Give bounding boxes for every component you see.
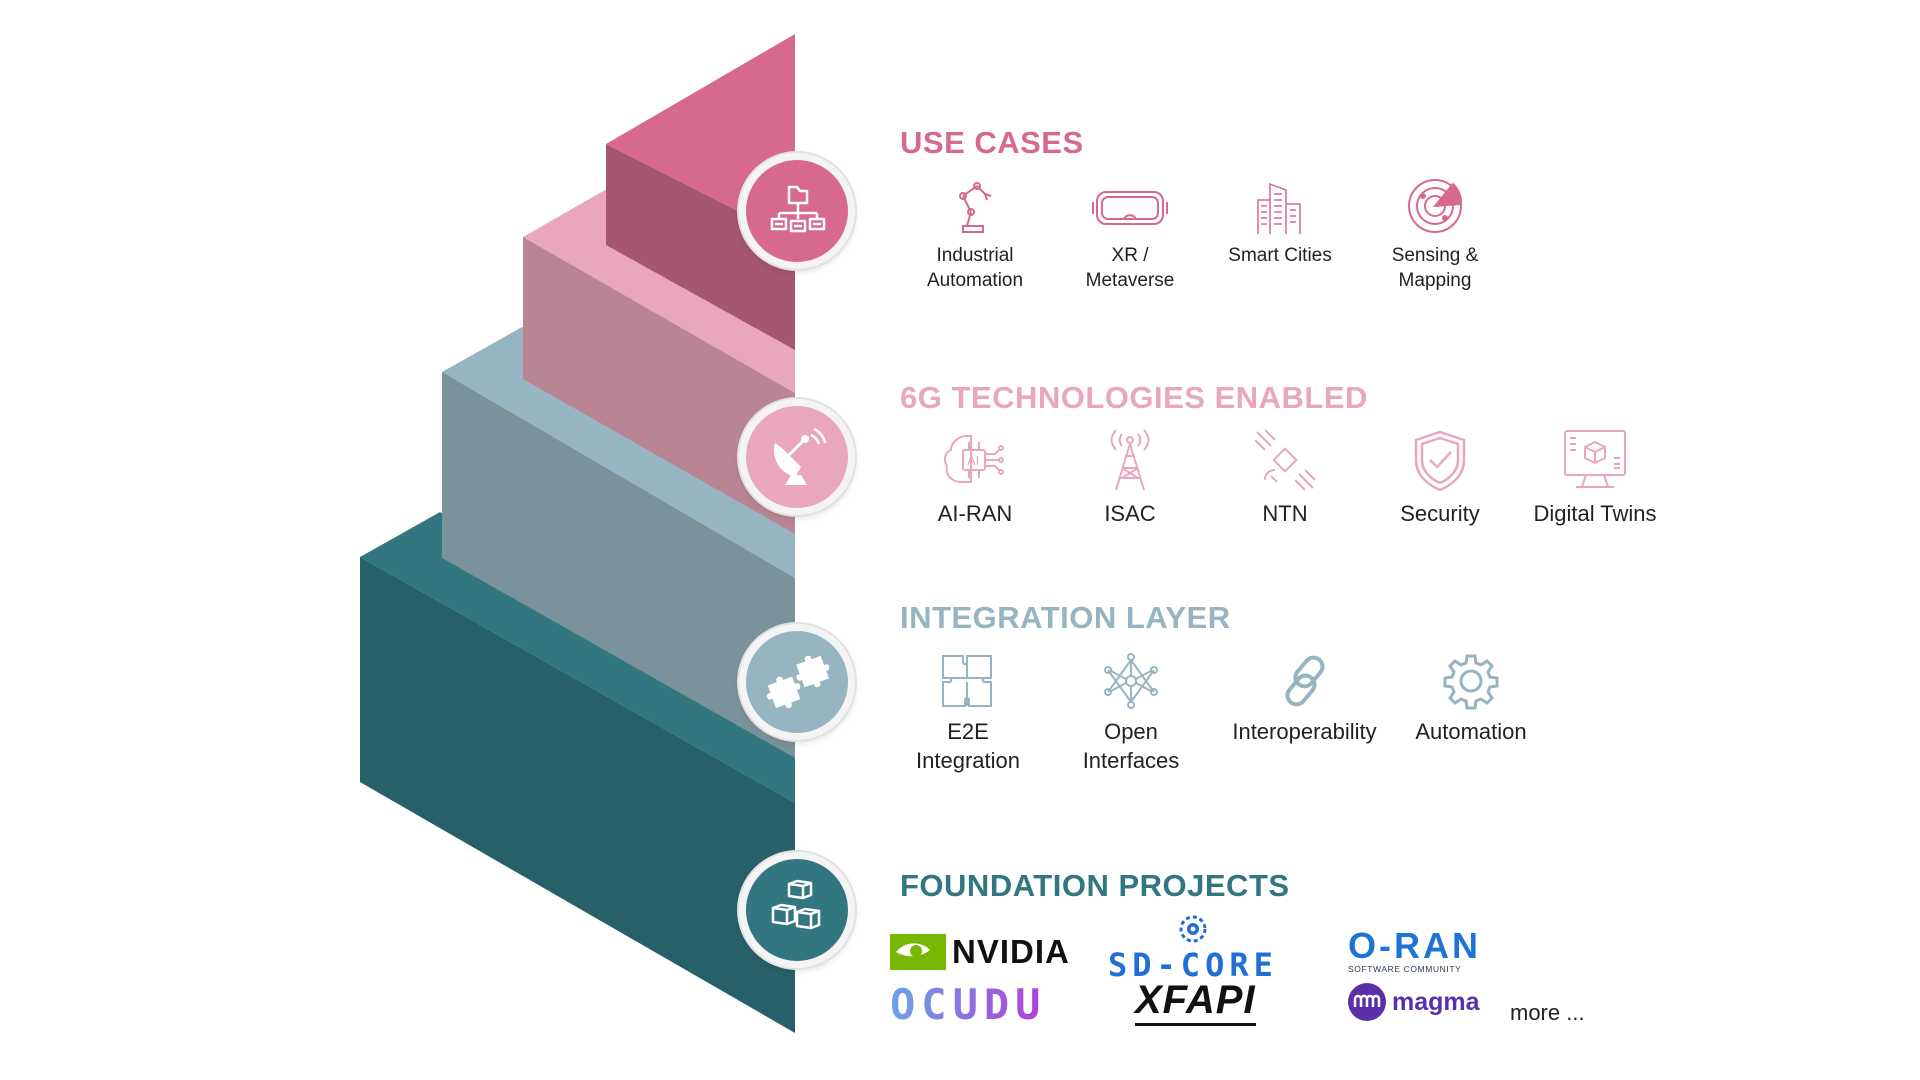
radar-icon [1408,179,1463,233]
tech-isac: ISAC [1060,428,1200,529]
puzzle-pieces-icon [767,655,829,709]
logo-nvidia-text: NVIDIA [952,933,1070,970]
logo-xfapi: XFAPI [1135,978,1256,1026]
integration-open-interfaces-label: Open Interfaces [1082,719,1180,773]
puzzle-icon [942,655,992,707]
sd-core-gear-icon [1179,915,1207,943]
magma-wave-icon [1348,983,1386,1021]
logo-o-ran-subtitle: SOFTWARE COMMUNITY [1348,964,1462,974]
logo-sd-core-text: SD-CORE [1108,946,1278,984]
use-case-smart-cities: Smart Cities [1210,176,1350,269]
integration-interoperability: Interoperability [1222,652,1387,747]
logo-xfapi-text: XFAPI [1135,978,1256,1022]
skyscraper-icon [1257,182,1301,234]
logo-ocudu: OCUDU [890,980,1046,1029]
integration-step-front [442,372,795,758]
logo-ocudu-text: OCUDU [890,980,1047,1029]
use-case-xr-metaverse: XR / Metaverse [1060,176,1200,293]
logo-magma: magma [1348,983,1480,1021]
more-projects-text: more ... [1510,1000,1585,1025]
satellite-dish-icon [773,427,827,485]
foundation-title: FOUNDATION PROJECTS [900,868,1290,903]
tech-ai-ran: AI AI-RAN [905,428,1045,529]
gear-icon [1443,654,1499,710]
integration-interoperability-label: Interoperability [1232,719,1377,744]
shield-check-icon [1414,430,1466,492]
digital-twin-monitor-icon [1564,430,1626,488]
tech-security-label: Security [1400,501,1480,526]
tech-ai-ran-label: AI-RAN [937,501,1013,526]
integration-step-top [442,327,795,578]
svg-text:AI: AI [967,453,979,468]
tech-security: Security [1370,428,1510,529]
use-cases-badge [739,153,855,269]
radio-tower-icon [1110,429,1150,491]
use-case-sensing-mapping: Sensing & Mapping [1365,176,1505,293]
foundation-badge [739,852,855,968]
tech-ntn-label: NTN [1262,501,1308,526]
use-case-sensing-mapping-label: Sensing & Mapping [1391,245,1479,291]
use-cases-step-front [606,144,795,350]
logo-o-ran-text: O-RAN [1348,925,1481,966]
ai-brain-icon: AI [943,435,1004,483]
tech-ntn: NTN [1215,428,1355,529]
technologies-badge [739,399,855,515]
logo-o-ran: O-RAN SOFTWARE COMMUNITY [1348,925,1481,975]
tech-isac-label: ISAC [1104,501,1156,526]
integration-e2e: E2E Integration [897,652,1039,775]
nvidia-eye-icon [890,934,946,970]
use-cases-title: USE CASES [900,125,1084,160]
integration-automation: Automation [1400,652,1542,747]
vr-headset-icon [1092,191,1168,225]
logo-magma-text: magma [1392,987,1480,1016]
satellite-icon [1254,429,1316,491]
integration-automation-label: Automation [1415,719,1527,744]
robotic-arm-icon [959,182,992,233]
use-case-industrial-automation-label: Industrial Automation [926,245,1024,291]
tech-digital-twins: Digital Twins [1520,428,1670,529]
use-case-xr-metaverse-label: XR / Metaverse [1085,245,1175,291]
technologies-step-front [523,237,795,534]
integration-open-interfaces: Open Interfaces [1060,652,1202,775]
cubes-icon [771,879,821,930]
tech-digital-twins-label: Digital Twins [1533,501,1657,526]
network-nodes-icon [1104,653,1158,709]
technologies-step-top [523,190,795,393]
integration-e2e-label: E2E Integration [916,719,1020,773]
foundation-step-top [360,512,795,803]
foundation-step-front [360,557,795,1033]
logo-sd-core: SD-CORE [1108,912,1278,984]
logo-nvidia: NVIDIA [890,933,1070,971]
chain-link-icon [1285,655,1324,707]
integration-title: INTEGRATION LAYER [900,600,1231,635]
flowchart-folder-icon [770,185,826,233]
use-case-smart-cities-label: Smart Cities [1228,245,1332,266]
use-case-industrial-automation: Industrial Automation [905,176,1045,293]
technologies-title: 6G TECHNOLOGIES ENABLED [900,380,1368,415]
integration-badge [739,624,855,740]
